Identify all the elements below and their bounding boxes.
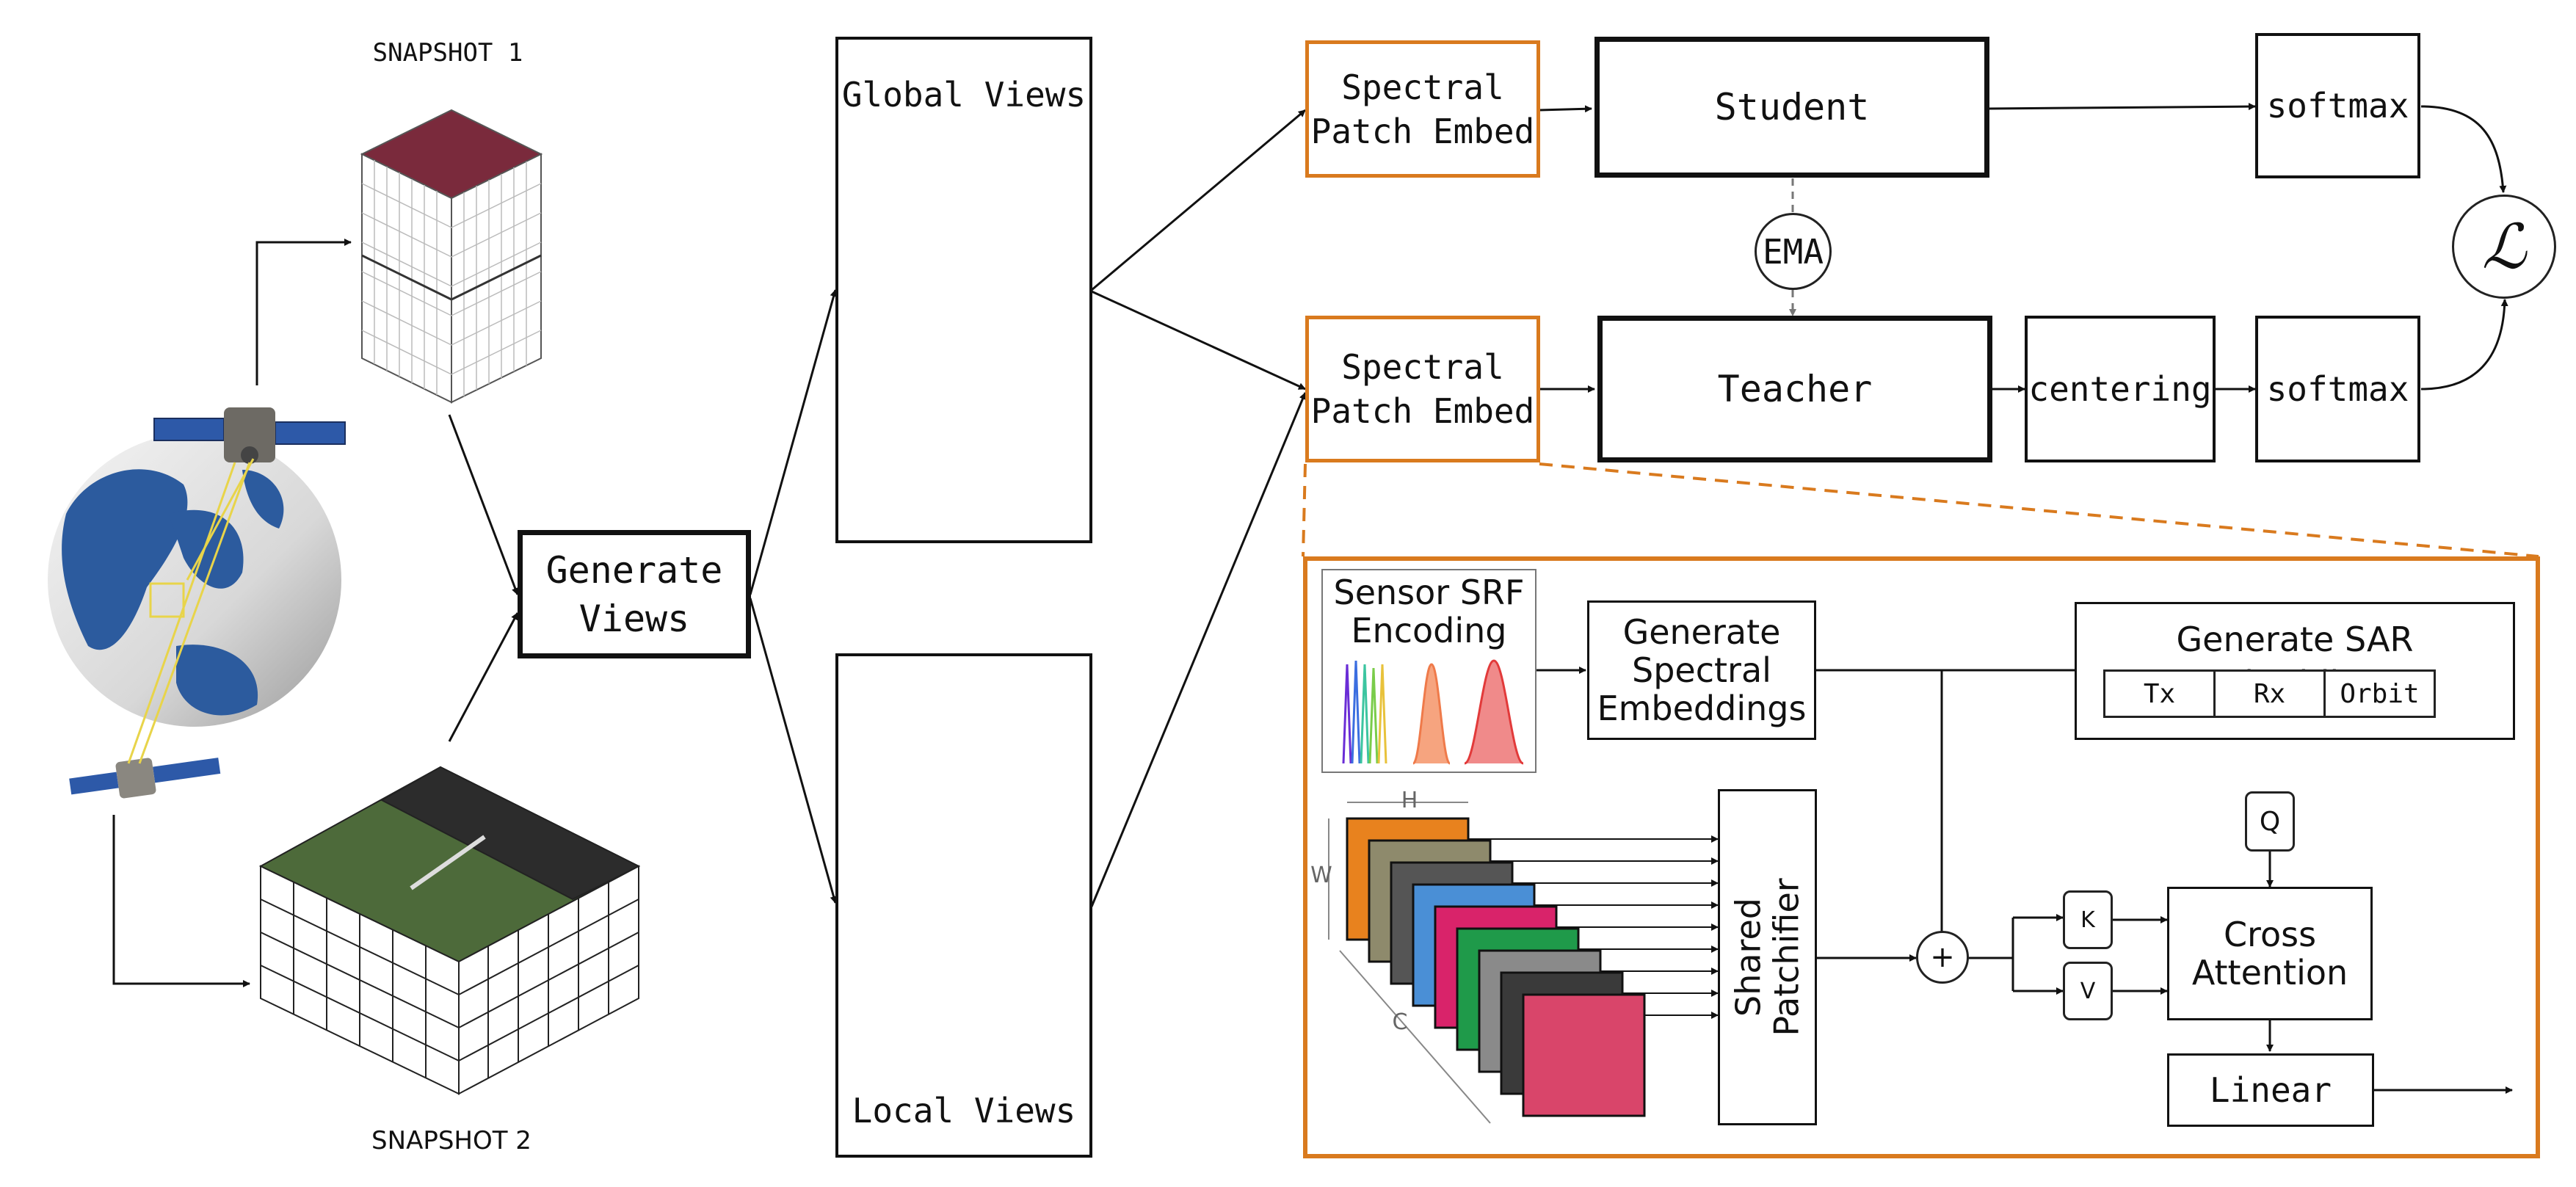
data-cube-icon [360,109,543,404]
sum-node: + [1916,931,1969,984]
teacher-box: Teacher [1597,316,1992,462]
snapshot-2-label: SNAPSHOT 2 [371,1126,531,1155]
dim-c-label: C [1392,1009,1408,1035]
shared-patchifier-label: Shared Patchifier [1728,878,1807,1037]
key-node: K [2063,890,2113,949]
sensor-srf-title: Sensor SRF Encoding [1333,573,1525,650]
cross-attention-box: Cross Attention [2167,887,2373,1020]
spectral-curve-icon [1342,659,1524,765]
spectral-patch-embed-top: Spectral Patch Embed [1305,40,1540,178]
shared-patchifier-box: Shared Patchifier [1718,789,1817,1125]
value-node: V [2063,962,2113,1020]
satellite-icon [69,758,221,799]
sensor-srf-box: Sensor SRF Encoding [1321,569,1536,773]
student-box: Student [1594,37,1989,178]
detail-panel [1303,556,2540,1158]
local-views-box: Local Views [835,653,1092,1158]
linear-box: Linear [2167,1053,2374,1127]
generate-views-box: Generate Views [518,530,751,658]
image-stack-icon [1346,817,1646,1117]
softmax-top-box: softmax [2255,33,2420,178]
loss-node: ℒ [2452,195,2556,299]
query-node: Q [2245,791,2295,852]
data-cube-icon [258,766,641,1095]
loss-symbol: ℒ [2481,211,2527,283]
sar-cell-rx: Rx [2213,669,2326,718]
sar-cell-tx: Tx [2103,669,2216,718]
ema-node: EMA [1755,213,1832,290]
satellite-icon [153,407,346,464]
generate-spectral-embeddings-box: Generate Spectral Embeddings [1587,600,1816,740]
global-views-title: Global Views [841,75,1086,115]
dim-h-label: H [1401,788,1418,813]
spectral-patch-embed-bottom: Spectral Patch Embed [1305,316,1540,462]
local-views-title: Local Views [852,1091,1076,1130]
snapshot-1-label: SNAPSHOT 1 [372,38,523,68]
centering-box: centering [2025,316,2216,462]
softmax-bottom-box: softmax [2255,316,2420,462]
dim-w-label: W [1310,863,1332,888]
global-views-box: Global Views [835,37,1092,543]
sar-cell-orbit: Orbit [2323,669,2436,718]
